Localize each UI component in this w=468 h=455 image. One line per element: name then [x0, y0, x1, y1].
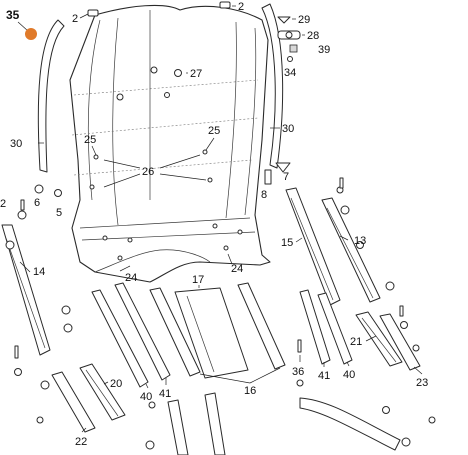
- hardware-39: [289, 44, 298, 53]
- callout-39: 39: [318, 44, 330, 56]
- callout-2-left: 2: [0, 198, 6, 210]
- callout-17: 17: [192, 274, 204, 286]
- runner-22: [51, 371, 96, 433]
- fastener-5: [54, 189, 62, 197]
- runner-21: [355, 311, 403, 367]
- hardware-27: [174, 69, 182, 77]
- callout-20: 20: [110, 378, 122, 390]
- callout-25-right: 25: [208, 125, 220, 137]
- ref-marker-label: 35: [6, 8, 20, 22]
- side-rail-14: [1, 224, 51, 356]
- callout-26: 26: [142, 166, 154, 178]
- callout-40-left: 40: [140, 391, 152, 403]
- callout-21: 21: [350, 336, 362, 348]
- side-rail-15: [285, 187, 341, 306]
- fastener-8: [264, 169, 272, 185]
- fastener-7: [275, 162, 291, 173]
- side-rail-13: [321, 197, 381, 303]
- callout-30-left: 30: [10, 138, 22, 150]
- callout-41-right: 41: [318, 370, 330, 382]
- hardware-29: [277, 16, 291, 24]
- edge-trim-left: [37, 19, 65, 173]
- ref-marker-dot: [25, 28, 37, 40]
- callout-34: 34: [284, 67, 296, 79]
- callout-14: 14: [33, 266, 45, 278]
- bottom-bar-mid: [204, 392, 226, 455]
- runner-20: [79, 363, 126, 421]
- bracket-40-left: [91, 289, 149, 388]
- callout-30-right: 30: [282, 123, 294, 135]
- bottom-bar-left: [167, 399, 189, 455]
- callout-7: 7: [283, 171, 289, 183]
- callout-15: 15: [281, 237, 293, 249]
- callout-5: 5: [56, 207, 62, 219]
- callout-28: 28: [307, 30, 319, 42]
- fastener-6: [34, 184, 44, 194]
- callout-6: 6: [34, 197, 40, 209]
- reference-marker-35: 35: [6, 8, 37, 40]
- washer-set: [5, 186, 436, 450]
- callout-2: 2: [238, 1, 244, 13]
- bottom-bar-right: [299, 397, 401, 451]
- callout-40-right: 40: [343, 369, 355, 381]
- strip-16-right: [237, 282, 286, 370]
- callout-29: 29: [298, 14, 310, 26]
- callout-16: 16: [244, 385, 256, 397]
- callout-25-left: 25: [84, 134, 96, 146]
- hardware-28: [277, 30, 301, 40]
- top-clip-right: [219, 1, 231, 9]
- callout-22: 22: [75, 436, 87, 448]
- callout-13: 13: [354, 235, 366, 247]
- callout-23: 23: [416, 377, 428, 389]
- callout-27: 27: [190, 68, 202, 80]
- hardware-34: [287, 56, 293, 62]
- callout-36: 36: [292, 366, 304, 378]
- callout-labels: 2 2 29 28 39 34 27 30 30 25 25 26 8 7 6 …: [0, 1, 428, 448]
- strip-17: [174, 287, 249, 379]
- bolt-set: [14, 177, 404, 359]
- top-clip-left: [87, 9, 99, 17]
- callout-24-left: 24: [125, 272, 137, 284]
- callout-41-left: 41: [159, 388, 171, 400]
- callout-8: 8: [261, 189, 267, 201]
- callout-24-right: 24: [231, 263, 243, 275]
- runner-23: [379, 313, 421, 371]
- bracket-40-right: [317, 292, 353, 365]
- strip-16-left: [149, 287, 201, 377]
- bracket-41-right: [299, 289, 331, 365]
- main-shell-panel: [69, 4, 271, 283]
- callout-2: 2: [72, 13, 78, 25]
- leader-lines: [19, 5, 423, 433]
- bracket-41-left: [114, 282, 171, 381]
